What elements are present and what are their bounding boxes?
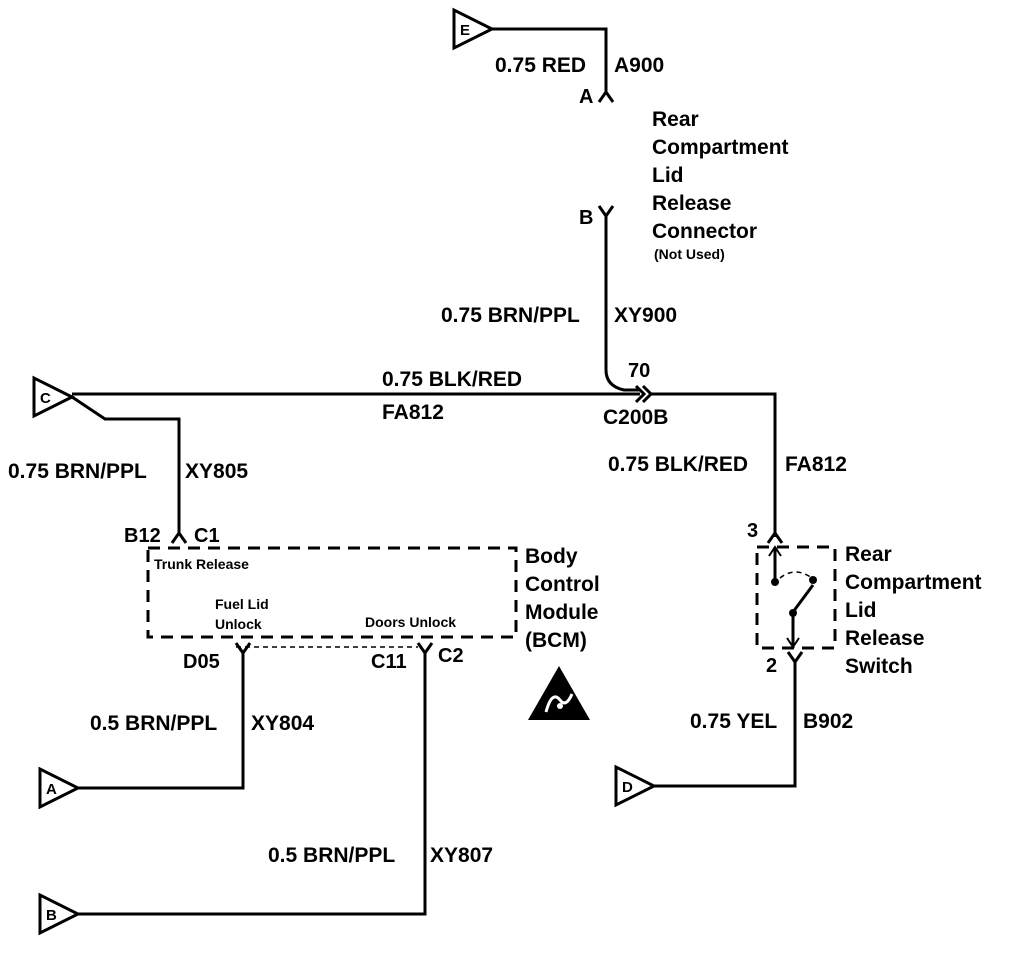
connector-label-line-5: Connector xyxy=(652,220,757,243)
wire-xy900-circuit: XY900 xyxy=(614,304,677,327)
bcm-pin-b12: B12 xyxy=(124,525,161,547)
switch-pin-3-symbol xyxy=(766,530,784,544)
wire-xy807-size-color: 0.5 BRN/PPL xyxy=(268,844,395,867)
terminal-a-letter: A xyxy=(46,781,57,798)
splice-c200b-name: C200B xyxy=(603,406,668,429)
bcm-label-line-2: Control xyxy=(525,573,600,596)
wire-fa812-top-size-color: 0.75 BLK/RED xyxy=(382,368,522,391)
bcm-pin-c11: C11 xyxy=(371,651,407,673)
wire-xy900 xyxy=(604,216,640,392)
terminal-b: B xyxy=(38,892,82,936)
bcm-pin-c11-symbol xyxy=(416,642,434,656)
wire-b902 xyxy=(654,662,797,788)
wire-a900 xyxy=(492,27,608,92)
bcm-label-line-1: Body xyxy=(525,545,578,568)
switch-label-line-5: Switch xyxy=(845,655,913,678)
terminal-d: D xyxy=(614,764,658,808)
switch-pin-2: 2 xyxy=(766,655,777,677)
switch-pin-2-symbol xyxy=(786,651,804,665)
wire-xy804-circuit: XY804 xyxy=(251,712,314,735)
body-control-module: B12 C1 Trunk Release Fuel Lid Unlock Doo… xyxy=(124,525,600,673)
switch-label-line-4: Release xyxy=(845,627,924,650)
release-switch: 3 2 Rear Compartment Lid Release Switch xyxy=(747,520,982,678)
switch-blade xyxy=(791,584,815,613)
terminal-e: E xyxy=(452,7,496,51)
wire-fa812-right xyxy=(651,392,777,537)
wire-fa812-right-circuit: FA812 xyxy=(785,453,847,476)
connector-pin-b-symbol xyxy=(597,205,615,219)
bcm-label-line-4: (BCM) xyxy=(525,629,587,652)
terminal-c: C xyxy=(32,375,76,419)
wire-a900-size-color: 0.75 RED xyxy=(495,54,586,77)
switch-label-line-3: Lid xyxy=(845,599,877,622)
wire-xy805-size-color: 0.75 BRN/PPL xyxy=(8,460,147,483)
switch-down-arrow xyxy=(786,637,800,649)
wire-xy804-size-color: 0.5 BRN/PPL xyxy=(90,712,217,735)
terminal-b-letter: B xyxy=(46,907,57,924)
connector-not-used-note: (Not Used) xyxy=(654,246,725,262)
wire-xy804 xyxy=(78,653,245,790)
switch-label-line-2: Compartment xyxy=(845,571,982,594)
bcm-connector-c1: C1 xyxy=(194,525,220,547)
bcm-connector-c2: C2 xyxy=(438,645,464,667)
bcm-pin-d05-symbol xyxy=(234,642,252,656)
splice-c200b-arrow-1 xyxy=(634,384,647,404)
wire-xy805-circuit: XY805 xyxy=(185,460,248,483)
bcm-fuel-lid-line-1: Fuel Lid xyxy=(215,596,269,612)
connector-label-line-3: Lid xyxy=(652,164,684,187)
terminal-e-letter: E xyxy=(460,22,470,39)
switch-dashed-arc xyxy=(779,571,813,579)
wire-fa812-top-circuit: FA812 xyxy=(382,401,444,424)
bcm-doors-unlock: Doors Unlock xyxy=(365,614,456,630)
bcm-trunk-release: Trunk Release xyxy=(154,556,249,572)
wire-xy807 xyxy=(78,653,427,916)
switch-contact-upper xyxy=(771,578,779,586)
connector-pin-a: A xyxy=(579,86,593,108)
connector-label-line-1: Rear xyxy=(652,108,699,131)
wire-fa812-right-size-color: 0.75 BLK/RED xyxy=(608,453,748,476)
wire-b902-circuit: B902 xyxy=(803,710,853,733)
bcm-label-line-3: Module xyxy=(525,601,599,624)
connector-label-line-2: Compartment xyxy=(652,136,789,159)
splice-pin-70: 70 xyxy=(628,360,650,382)
bcm-fuel-lid-line-2: Unlock xyxy=(215,616,262,632)
terminal-a: A xyxy=(38,766,82,810)
terminal-d-letter: D xyxy=(622,779,633,796)
wire-xy900-size-color: 0.75 BRN/PPL xyxy=(441,304,580,327)
bcm-pin-b12-symbol xyxy=(170,530,188,544)
wire-xy807-circuit: XY807 xyxy=(430,844,493,867)
connector-pin-b: B xyxy=(579,207,593,229)
wire-a900-circuit: A900 xyxy=(614,54,664,77)
connector-pin-a-symbol xyxy=(597,89,615,103)
bcm-outline xyxy=(146,546,518,639)
switch-pin-3: 3 xyxy=(747,520,758,542)
connector-label-line-4: Release xyxy=(652,192,731,215)
esd-warning-icon xyxy=(528,666,590,720)
wire-xy805 xyxy=(71,395,181,533)
switch-outline xyxy=(755,545,837,650)
wire-b902-size-color: 0.75 YEL xyxy=(690,710,777,733)
switch-label-line-1: Rear xyxy=(845,543,892,566)
bcm-pin-d05: D05 xyxy=(183,651,220,673)
switch-contact-right xyxy=(809,576,817,584)
release-connector: A B Rear Compartment Lid Release Connect… xyxy=(579,86,789,262)
switch-up-arrow xyxy=(768,545,782,557)
terminal-c-letter: C xyxy=(40,390,51,407)
